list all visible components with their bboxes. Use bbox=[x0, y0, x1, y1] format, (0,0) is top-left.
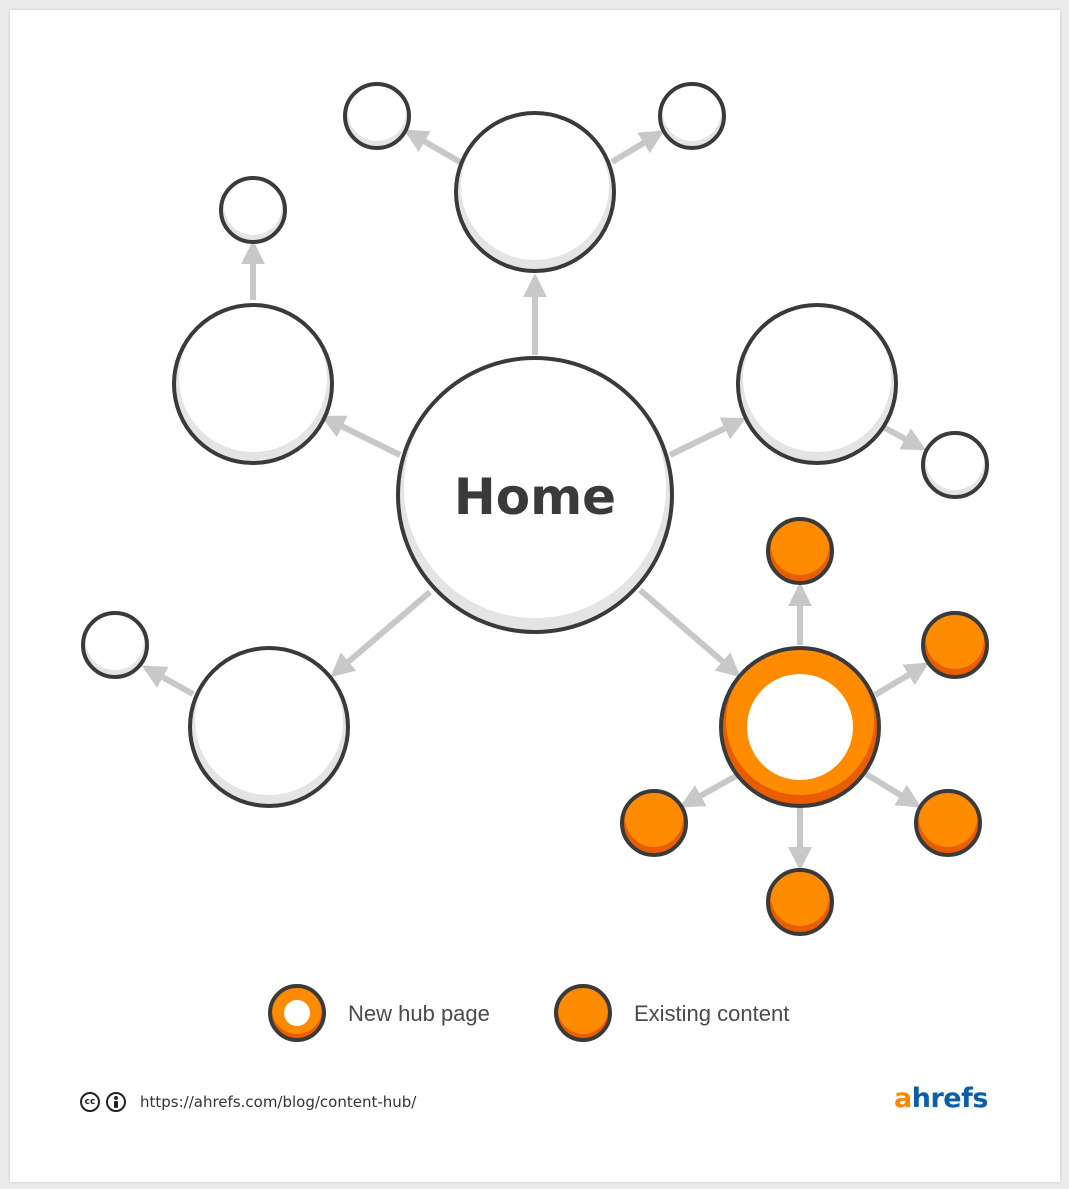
arrows bbox=[141, 129, 930, 871]
legend-hub-swatch bbox=[268, 984, 326, 1042]
legend-hub-label: New hub page bbox=[348, 1001, 490, 1026]
existing-node-bottomright bbox=[914, 789, 982, 857]
existing-node-right bbox=[921, 611, 989, 679]
legend-existing-label: Existing content bbox=[634, 1001, 789, 1026]
arrow-bottomleft-to-small bbox=[141, 665, 195, 697]
white-nodes: Home bbox=[81, 82, 989, 808]
small-node-right bbox=[921, 431, 989, 499]
bottomleft-page-node bbox=[188, 646, 350, 808]
legend: New hub page Existing content bbox=[268, 984, 789, 1042]
small-node-left bbox=[219, 176, 287, 244]
existing-content-nodes bbox=[620, 517, 989, 936]
arrow-right-to-small bbox=[883, 425, 927, 451]
arrow-home-to-left bbox=[320, 415, 402, 458]
top-page-node bbox=[454, 111, 616, 273]
left-page-node bbox=[172, 303, 334, 465]
arrow-hub-to-bottomleft bbox=[679, 773, 738, 808]
arrow-top-to-topright-small bbox=[610, 130, 665, 165]
arrow-hub-to-right bbox=[873, 662, 930, 698]
small-node-topleft bbox=[343, 82, 411, 150]
small-node-bottomleft bbox=[81, 611, 149, 679]
arrow-home-to-right bbox=[668, 417, 747, 458]
arrow-home-to-hub bbox=[638, 587, 741, 678]
cc-icon: cc bbox=[80, 1092, 100, 1112]
arrow-home-to-bottomleft bbox=[330, 589, 432, 678]
existing-node-top bbox=[766, 517, 834, 585]
footer-license: cc https://ahrefs.com/blog/content-hub/ bbox=[80, 1090, 416, 1114]
existing-node-bottomleft bbox=[620, 789, 688, 857]
legend-existing-swatch bbox=[554, 984, 612, 1042]
hub-page-node bbox=[719, 646, 881, 808]
ahrefs-logo: ahrefs bbox=[894, 1083, 988, 1114]
attribution-icon bbox=[106, 1092, 126, 1112]
home-node: Home bbox=[396, 356, 674, 634]
right-page-node bbox=[736, 303, 898, 465]
home-label: Home bbox=[454, 468, 616, 526]
existing-node-bottom bbox=[766, 868, 834, 936]
source-url[interactable]: https://ahrefs.com/blog/content-hub/ bbox=[140, 1093, 417, 1111]
small-node-topright bbox=[658, 82, 726, 150]
arrow-hub-to-bottomright bbox=[864, 771, 922, 808]
arrow-top-to-topleft-small bbox=[403, 129, 462, 165]
